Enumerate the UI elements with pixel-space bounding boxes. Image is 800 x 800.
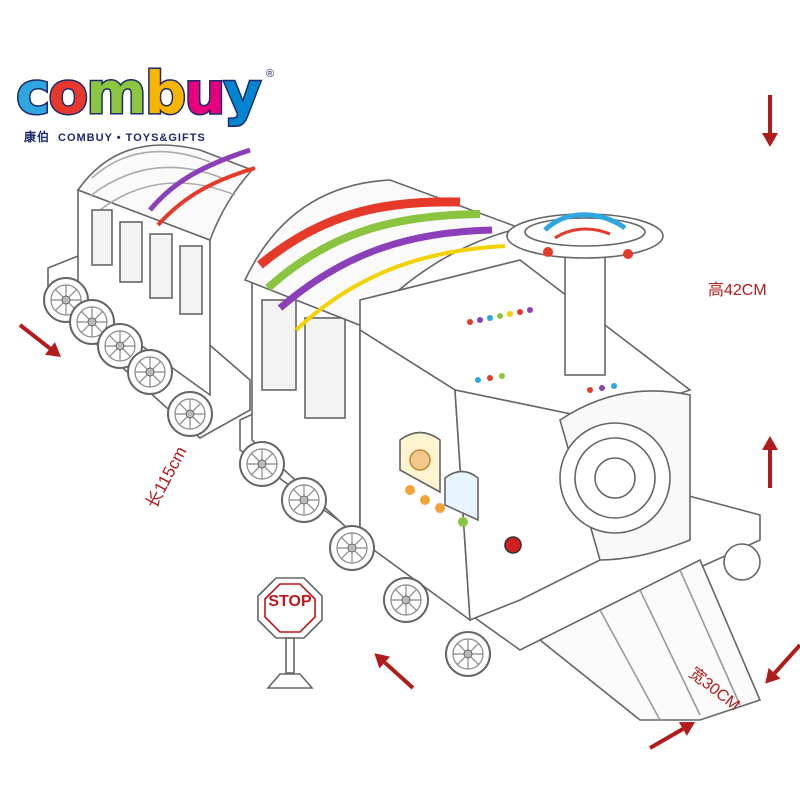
logo-wordmark: combuy combuy [14, 58, 262, 129]
logo-tagline: 康伯 COMBUY • TOYS&GIFTS [24, 128, 206, 145]
logo-tagline-text: COMBUY • TOYS&GIFTS [58, 132, 206, 144]
locomotive-body [239, 179, 762, 721]
logo-chinese-name: 康伯 [24, 130, 51, 144]
registered-mark: ® [266, 68, 275, 80]
height-label: 高42CM [708, 282, 767, 299]
combuy-logo: combuy combuy ® 康伯 COMBUY • TOYS&GIFTS [14, 58, 276, 150]
stop-sign [257, 577, 323, 689]
rear-carriage [47, 144, 256, 439]
stop-sign-text: STOP [268, 593, 312, 610]
